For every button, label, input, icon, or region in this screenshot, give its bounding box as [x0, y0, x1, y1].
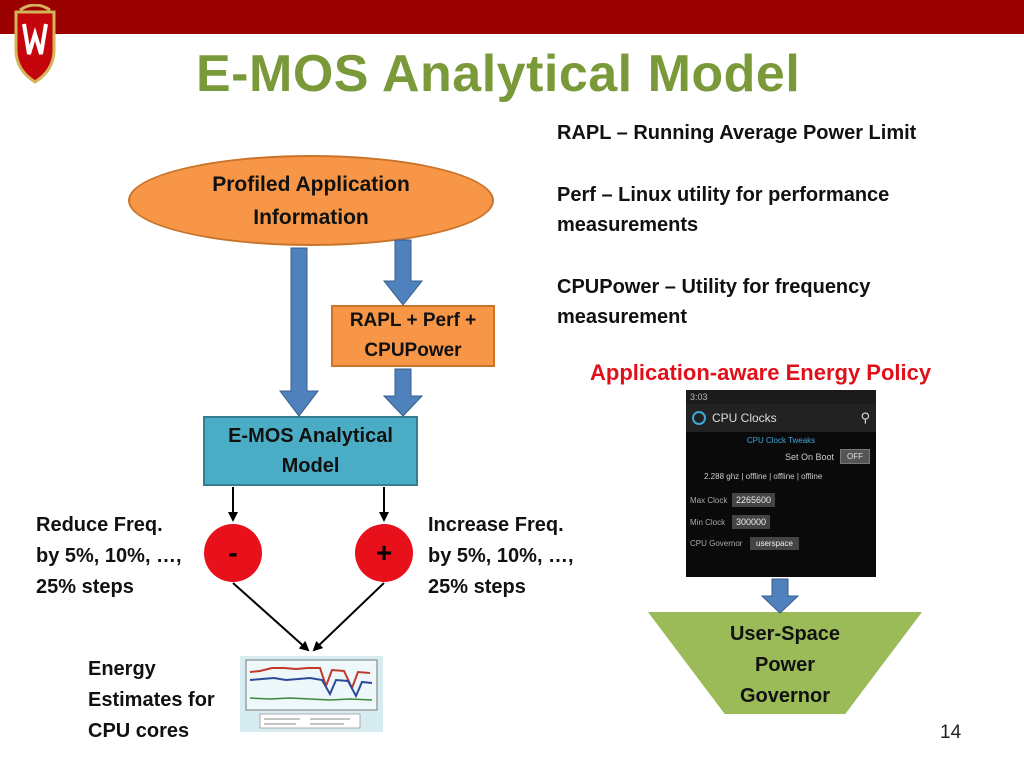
- cpu-clocks-screenshot: 3:03 CPU Clocks ⚲ CPU Clock Tweaks Set O…: [686, 390, 876, 577]
- governor-line-1: User-Space: [729, 623, 841, 645]
- reduce-line-1: Reduce Freq.: [36, 514, 163, 536]
- increase-freq-text: Increase Freq. by 5%, 10%, …, 25% steps: [428, 510, 574, 603]
- governor-value: userspace: [750, 537, 799, 550]
- max-clock-row: Max Clock 2265600: [690, 493, 876, 507]
- governor-line-2: Power: [754, 654, 816, 676]
- arrow-oval-to-tools: [382, 239, 424, 306]
- slide-title: E-MOS Analytical Model: [196, 45, 801, 103]
- reduce-freq-text: Reduce Freq. by 5%, 10%, …, 25% steps: [36, 510, 182, 603]
- energy-line-3: CPU cores: [88, 720, 190, 742]
- tools-box: RAPL + Perf + CPUPower: [331, 305, 495, 367]
- policy-title: Application-aware Energy Policy: [590, 360, 932, 385]
- definition-rapl: RAPL – Running Average Power Limit: [557, 122, 917, 144]
- min-clock-label: Min Clock: [690, 517, 726, 527]
- analytical-model-box: E-MOS Analytical Model: [203, 416, 418, 486]
- reduce-line-3: 25% steps: [36, 576, 134, 598]
- phone-search-icon: ⚲: [860, 410, 870, 425]
- university-crest-icon: [14, 4, 56, 84]
- arrow-minus-to-plot: [232, 582, 310, 652]
- profiled-application-label: Profiled Application Information: [212, 172, 410, 229]
- arrow-phone-to-governor: [760, 578, 800, 614]
- energy-estimates-text: Energy Estimates for CPU cores: [88, 654, 215, 747]
- cpu-clocks-app-icon: [692, 411, 706, 425]
- page-number: 14: [940, 722, 962, 743]
- energy-line-1: Energy: [88, 658, 156, 680]
- increase-line-2: by 5%, 10%, …,: [428, 545, 574, 567]
- set-on-boot-toggle: OFF: [840, 449, 870, 464]
- cores-status-line: 2.288 ghz | offline | offline | offline: [704, 472, 823, 481]
- arrow-plus-to-plot: [312, 582, 385, 652]
- phone-section-title: CPU Clock Tweaks: [746, 436, 816, 445]
- phone-app-title: CPU Clocks: [712, 411, 777, 425]
- phone-status-time: 3:03: [690, 392, 708, 402]
- increase-line-1: Increase Freq.: [428, 514, 564, 536]
- governor-label: CPU Governor: [690, 539, 743, 548]
- governor-row: CPU Governor userspace: [690, 537, 876, 550]
- set-on-boot-row: Set On Boot OFF: [686, 449, 876, 464]
- definition-cpupower: CPUPower – Utility for frequency measure…: [557, 276, 871, 328]
- arrow-tools-to-model: [382, 368, 424, 417]
- energy-line-2: Estimates for: [88, 689, 215, 711]
- increase-line-3: 25% steps: [428, 576, 526, 598]
- governor-line-3: Governor: [739, 685, 831, 707]
- energy-plot-image: [245, 659, 378, 729]
- set-on-boot-label: Set On Boot: [784, 451, 834, 462]
- min-clock-value: 300000: [732, 515, 771, 529]
- max-clock-label: Max Clock: [690, 495, 728, 505]
- phone-app-bar: CPU Clocks ⚲: [686, 404, 876, 432]
- definition-perf: Perf – Linux utility for performance mea…: [557, 184, 890, 236]
- min-clock-row: Min Clock 300000: [690, 515, 876, 529]
- tools-label: RAPL + Perf + CPUPower: [349, 310, 477, 361]
- analytical-model-label: E-MOS Analytical Model: [228, 425, 393, 477]
- power-governor-label: User-Space Power Governor: [648, 619, 922, 712]
- energy-plot-thumbnail: [240, 656, 383, 732]
- arrow-oval-to-model: [278, 247, 320, 417]
- plus-circle: +: [355, 524, 413, 582]
- top-bar: [0, 0, 1024, 34]
- profiled-application-oval: Profiled Application Information: [128, 155, 494, 246]
- reduce-line-2: by 5%, 10%, …,: [36, 545, 182, 567]
- phone-status-bar: 3:03: [686, 390, 876, 404]
- minus-circle: -: [204, 524, 262, 582]
- definitions: RAPL – Running Average Power Limit Perf …: [557, 118, 977, 364]
- max-clock-value: 2265600: [732, 493, 776, 507]
